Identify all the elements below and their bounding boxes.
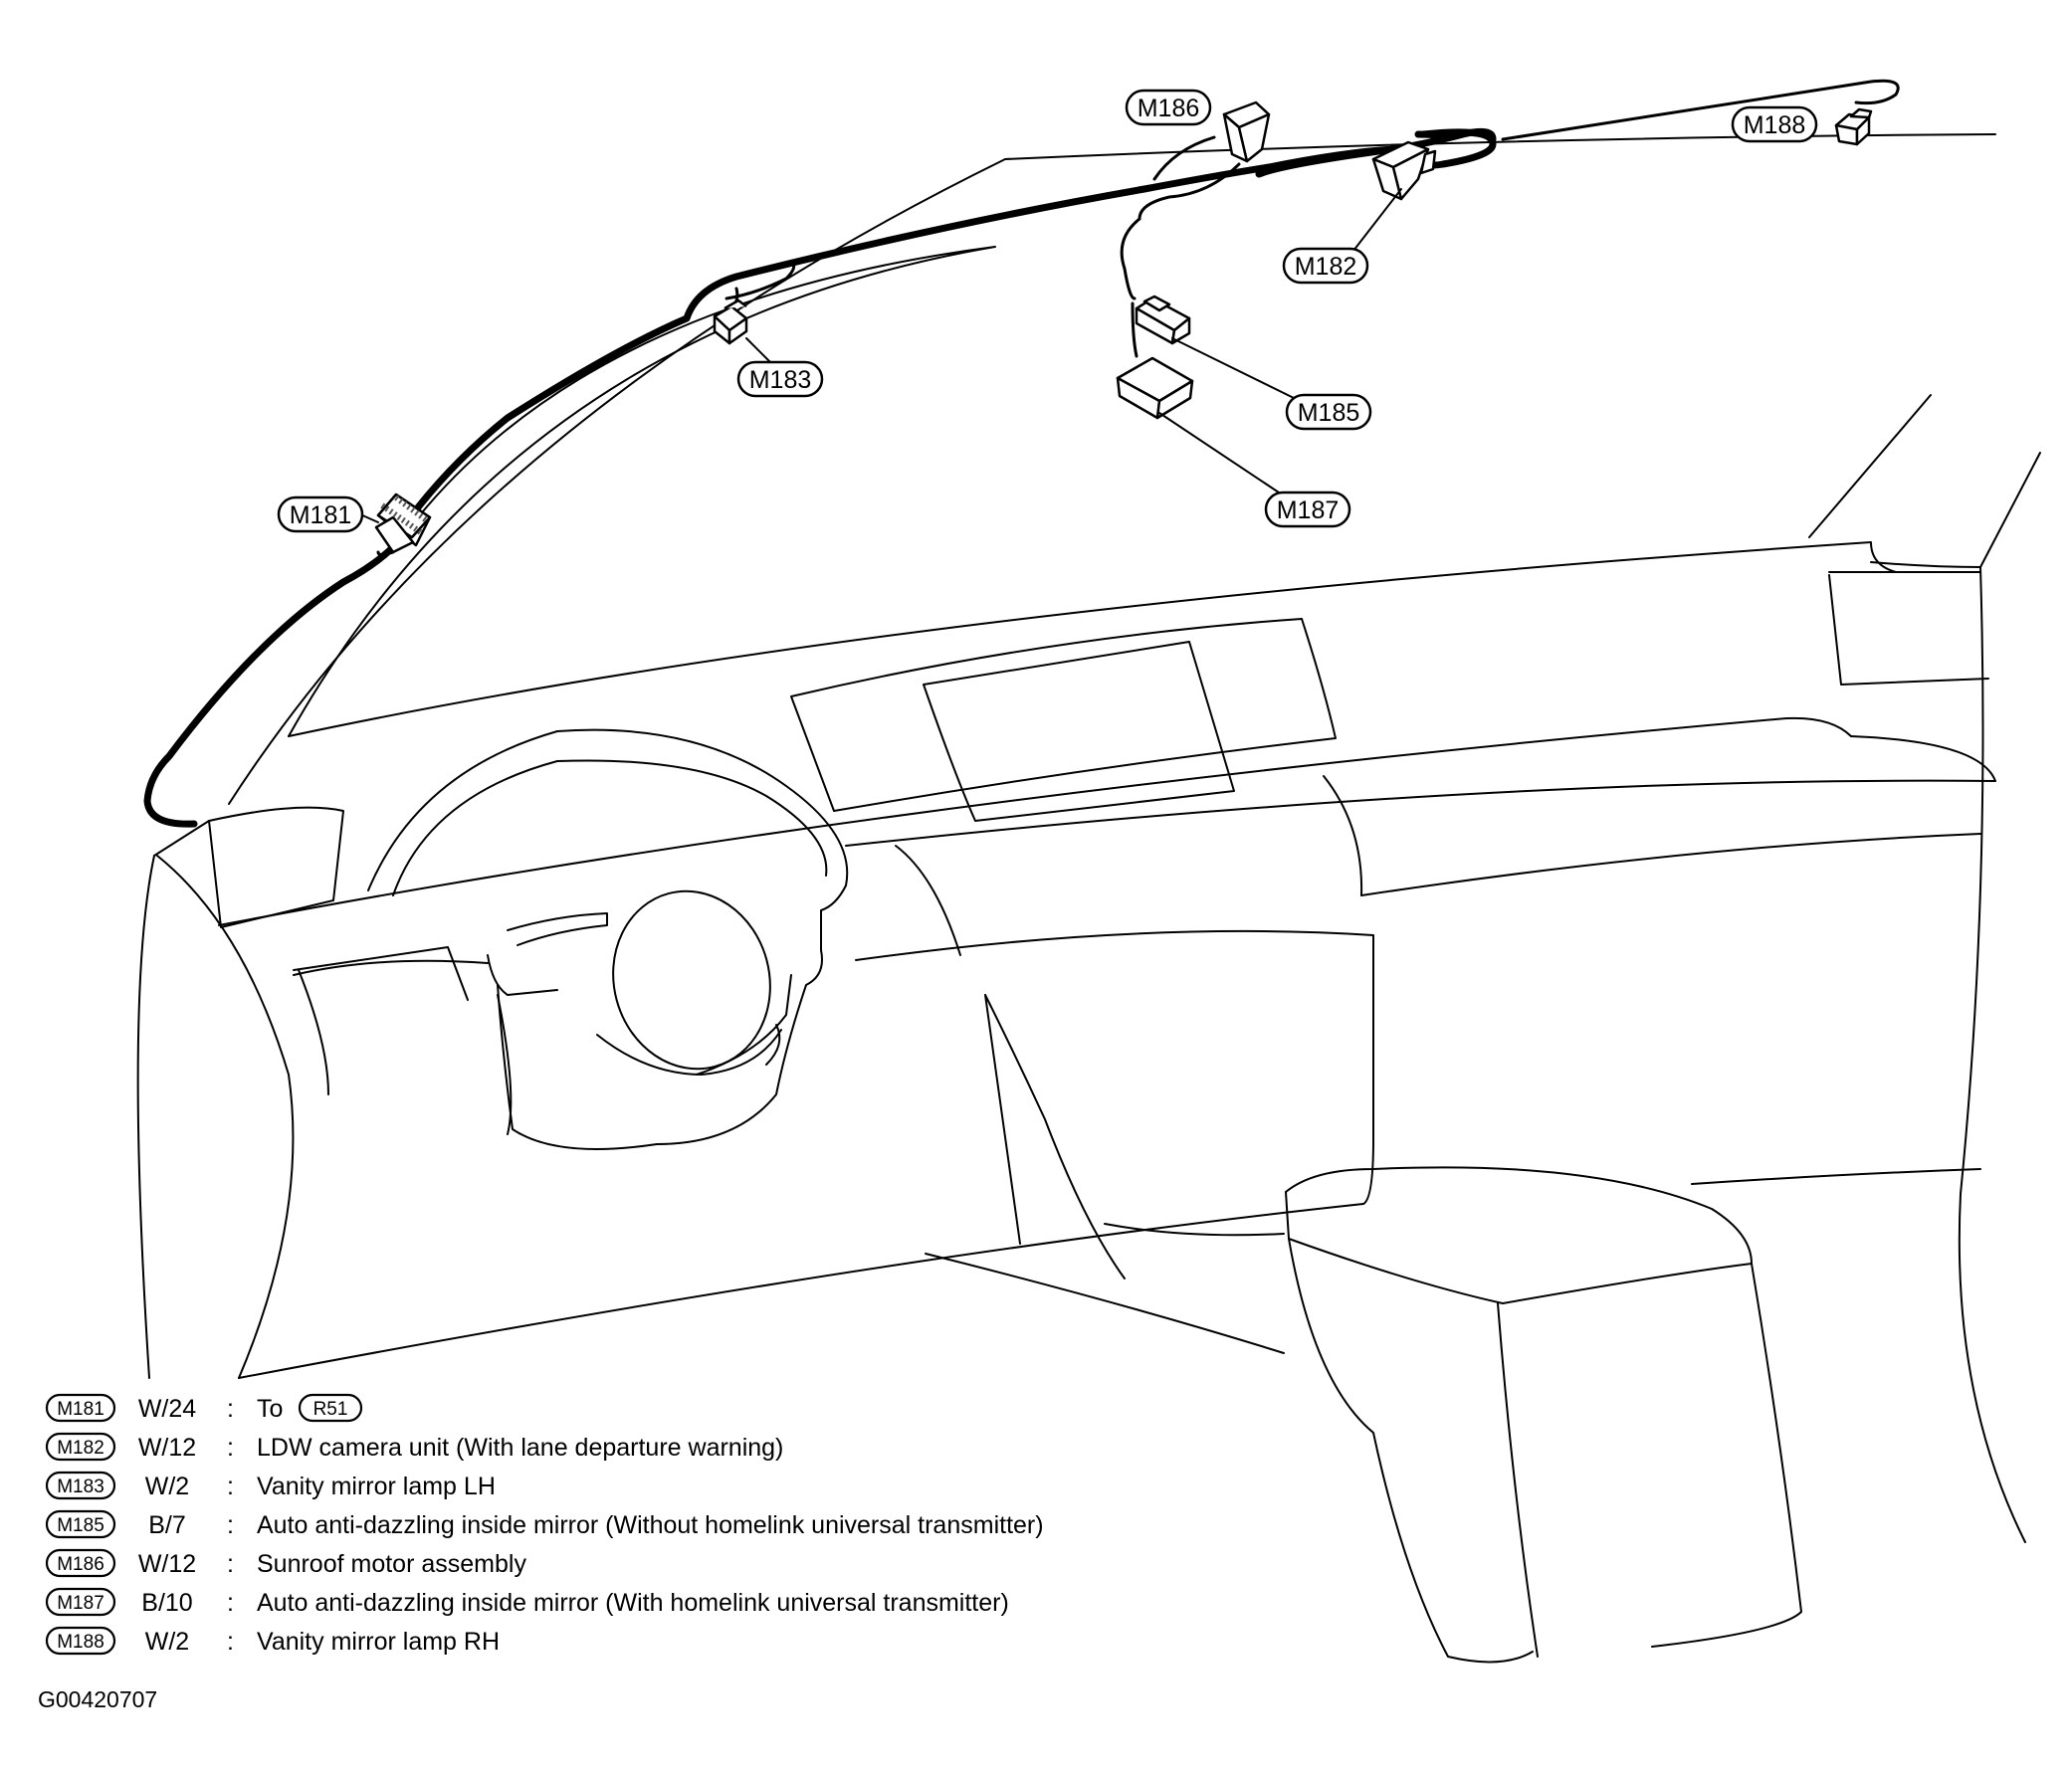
legend-row: M188 W/2 : Vanity mirror lamp RH bbox=[45, 1626, 500, 1656]
legend-description: Auto anti-dazzling inside mirror (With h… bbox=[257, 1589, 1009, 1617]
connector-m186 bbox=[1222, 100, 1271, 163]
legend-sep: : bbox=[227, 1395, 234, 1423]
callout-m183: M183 bbox=[736, 360, 824, 398]
connector-m188 bbox=[1834, 107, 1873, 146]
connector-m183 bbox=[713, 298, 748, 345]
legend-connector: M188 bbox=[57, 1632, 104, 1653]
legend-sep: : bbox=[227, 1473, 234, 1500]
legend-spec: W/2 bbox=[145, 1473, 189, 1500]
legend-spec: W/24 bbox=[138, 1395, 196, 1423]
callout-m181-text: M181 bbox=[290, 501, 352, 529]
callout-m186: M186 bbox=[1125, 89, 1212, 126]
connector-m182 bbox=[1371, 140, 1437, 201]
callout-m187: M187 bbox=[1264, 491, 1351, 528]
legend-description: Vanity mirror lamp LH bbox=[257, 1473, 496, 1500]
callout-m188-text: M188 bbox=[1744, 111, 1806, 139]
legend-row: M185 B/7 : Auto anti-dazzling inside mir… bbox=[45, 1509, 1044, 1539]
callout-m187-text: M187 bbox=[1277, 496, 1340, 524]
legend-spec: B/10 bbox=[141, 1589, 192, 1617]
legend-sep: : bbox=[227, 1628, 234, 1656]
legend-description: To bbox=[257, 1395, 283, 1423]
legend-connector: M183 bbox=[57, 1476, 104, 1497]
callout-m181: M181 bbox=[277, 495, 364, 533]
legend-connector: M186 bbox=[57, 1554, 104, 1575]
legend-description: LDW camera unit (With lane departure war… bbox=[257, 1434, 783, 1462]
callout-m186-text: M186 bbox=[1138, 95, 1200, 122]
connector-m181 bbox=[374, 492, 432, 554]
legend-connector: M182 bbox=[57, 1438, 104, 1459]
legend-spec: W/12 bbox=[138, 1434, 196, 1462]
connector-m185 bbox=[1135, 295, 1191, 345]
legend-spec: W/2 bbox=[145, 1628, 189, 1656]
legend-description: Vanity mirror lamp RH bbox=[257, 1628, 500, 1656]
legend-spec: W/12 bbox=[138, 1550, 196, 1578]
legend-row: M186 W/12 : Sunroof motor assembly bbox=[45, 1548, 526, 1578]
legend-ref-badge bbox=[298, 1393, 363, 1423]
wiring-harness bbox=[143, 79, 1900, 828]
callout-m188: M188 bbox=[1731, 105, 1818, 143]
legend-spec: B/7 bbox=[148, 1511, 186, 1539]
legend-connector: M187 bbox=[57, 1593, 104, 1614]
leader-lines bbox=[359, 188, 1402, 523]
callout-m185-text: M185 bbox=[1298, 399, 1360, 427]
legend-sep: : bbox=[227, 1589, 234, 1617]
callout-m183-text: M183 bbox=[749, 366, 812, 394]
legend-description: Auto anti-dazzling inside mirror (Withou… bbox=[257, 1511, 1044, 1539]
legend-ref: R51 bbox=[313, 1399, 348, 1420]
legend: M181 W/24 : To R51 M182 W/12 : LDW camer… bbox=[45, 1393, 1044, 1656]
legend-connector: M185 bbox=[57, 1515, 104, 1536]
figure-id: G00420707 bbox=[38, 1686, 157, 1712]
legend-connector: M181 bbox=[57, 1399, 104, 1420]
vehicle-interior-outline bbox=[136, 133, 2041, 1664]
legend-row: M181 W/24 : To R51 bbox=[45, 1393, 363, 1423]
legend-sep: : bbox=[227, 1550, 234, 1578]
legend-row: M182 W/12 : LDW camera unit (With lane d… bbox=[45, 1432, 783, 1462]
legend-description: Sunroof motor assembly bbox=[257, 1550, 526, 1578]
callout-m182-text: M182 bbox=[1295, 253, 1357, 281]
legend-row: M183 W/2 : Vanity mirror lamp LH bbox=[45, 1471, 496, 1500]
legend-row: M187 B/10 : Auto anti-dazzling inside mi… bbox=[45, 1587, 1009, 1617]
connector-m187 bbox=[1116, 356, 1194, 420]
legend-sep: : bbox=[227, 1511, 234, 1539]
callout-m182: M182 bbox=[1282, 247, 1369, 285]
legend-sep: : bbox=[227, 1434, 234, 1462]
callout-m185: M185 bbox=[1285, 393, 1372, 431]
